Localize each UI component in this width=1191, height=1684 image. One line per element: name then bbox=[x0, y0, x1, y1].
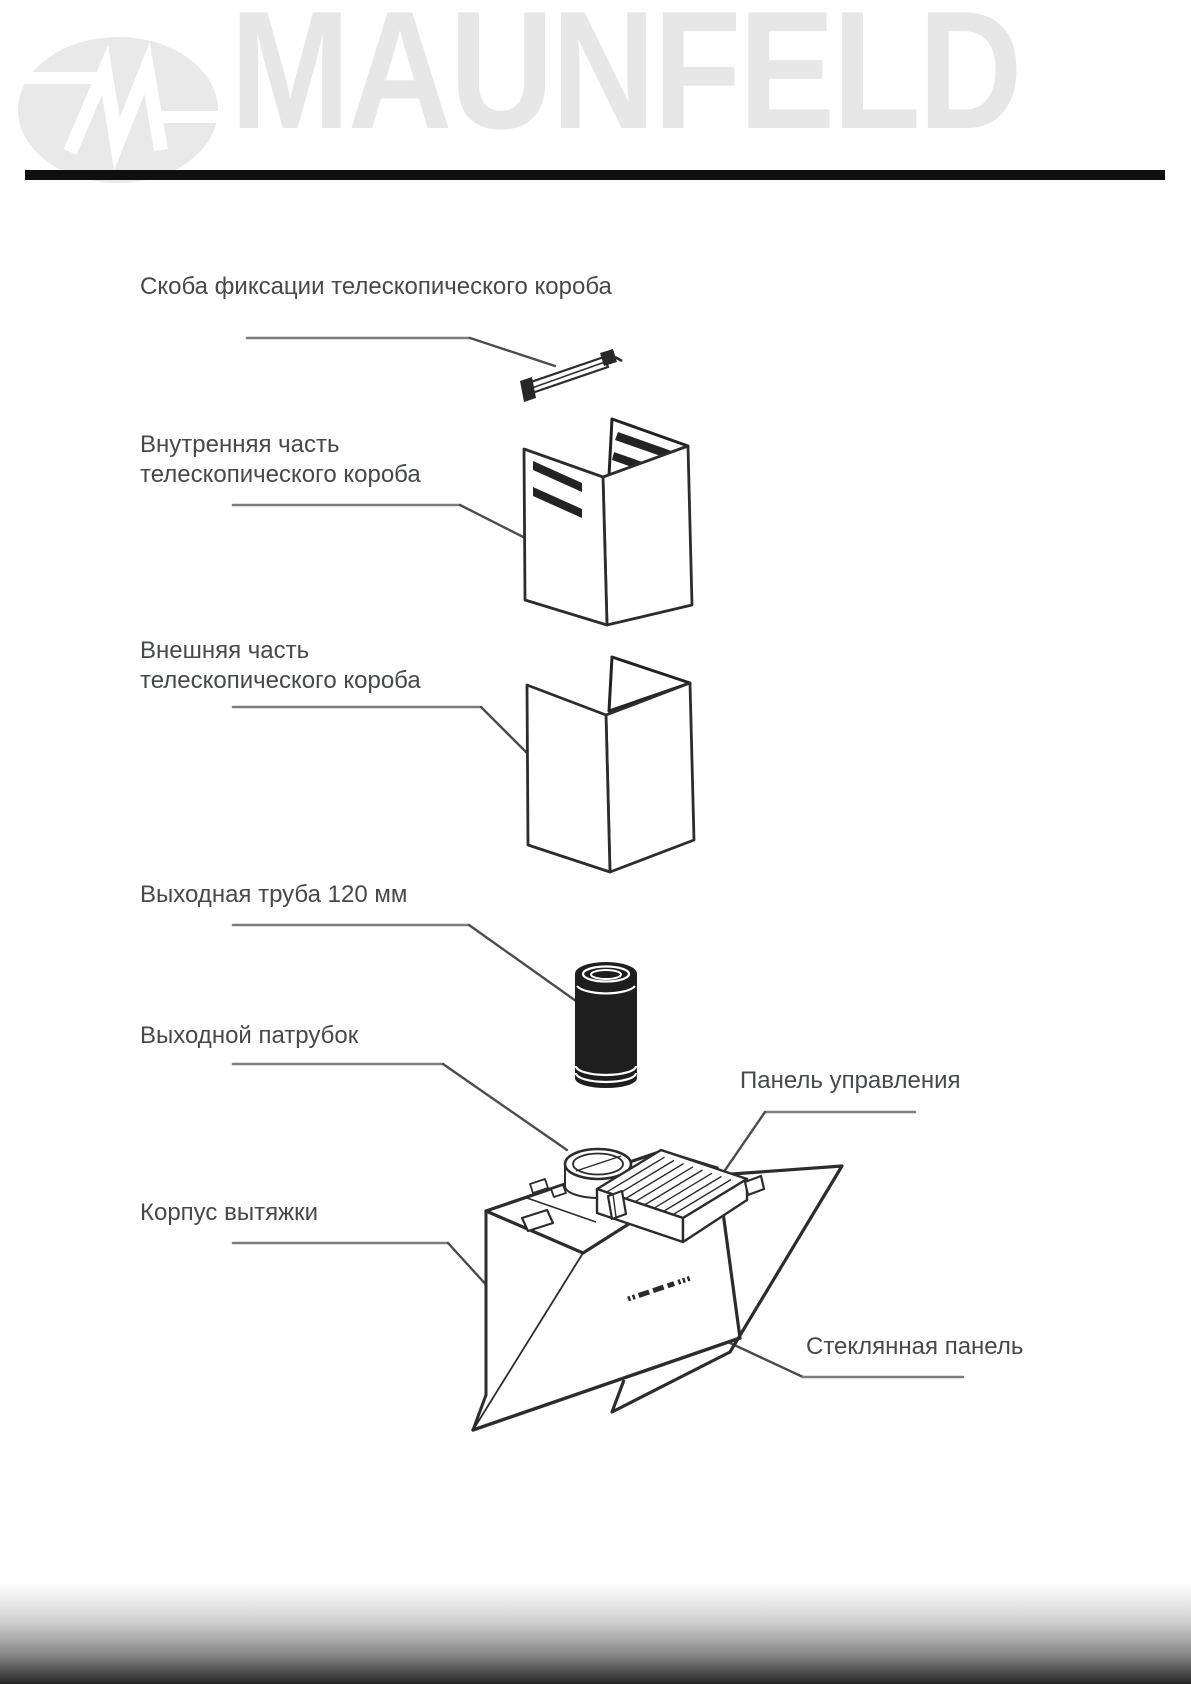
outlet-pipe-part bbox=[574, 962, 638, 1088]
label-text: Выходная труба 120 мм bbox=[140, 881, 408, 908]
inner-telescopic-duct-part bbox=[522, 417, 694, 627]
label-text: Стеклянная панель bbox=[806, 1333, 1024, 1360]
label-outer-duct: Внешняя часть телескопического короба bbox=[140, 636, 421, 696]
label-outlet-spigot: Выходной патрубок bbox=[140, 1021, 358, 1051]
label-text: Скоба фиксации телескопического короба bbox=[140, 273, 612, 300]
label-inner-duct: Внутренняя часть телескопического короба bbox=[140, 430, 421, 490]
label-text: Панель управления bbox=[740, 1067, 961, 1094]
header-divider bbox=[25, 170, 1165, 180]
label-control-panel: Панель управления bbox=[740, 1066, 960, 1096]
label-text: Корпус вытяжки bbox=[140, 1199, 319, 1226]
outlet-spigot-and-motor bbox=[520, 1147, 766, 1244]
label-text: Выходной патрубок bbox=[140, 1022, 359, 1049]
glass-panel-part bbox=[610, 1164, 844, 1414]
label-text: Внешняя часть bbox=[140, 637, 310, 664]
label-outlet-pipe: Выходная труба 120 мм bbox=[140, 880, 407, 910]
label-text: Внутренняя часть bbox=[140, 431, 340, 458]
label-hood-body: Корпус вытяжки bbox=[140, 1198, 318, 1228]
fixing-bracket-part bbox=[520, 349, 623, 402]
label-text: телескопического короба bbox=[140, 667, 421, 694]
control-panel-buttons bbox=[627, 1276, 691, 1302]
maunfeld-logo-icon bbox=[8, 18, 233, 198]
label-glass-panel: Стеклянная панель bbox=[806, 1332, 1023, 1362]
outer-telescopic-duct-part bbox=[525, 655, 696, 874]
page-footer-gradient bbox=[0, 1584, 1191, 1684]
label-text: телескопического короба bbox=[140, 461, 421, 488]
label-fixing-bracket: Скоба фиксации телескопического короба bbox=[140, 272, 612, 302]
brand-wordmark: MAUNFELD bbox=[230, 0, 1023, 164]
